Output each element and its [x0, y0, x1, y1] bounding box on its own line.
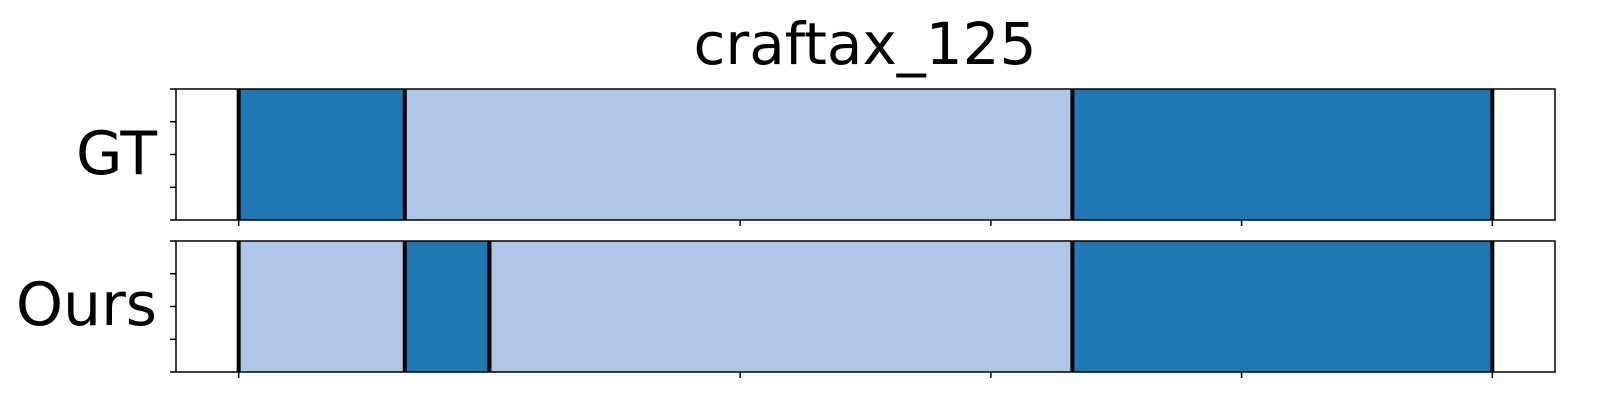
segment-bar — [404, 241, 490, 372]
timeline-row-ours: Ours — [16, 240, 1556, 378]
segment-bar — [1072, 89, 1493, 220]
segment-bar — [404, 89, 1073, 220]
segment-bar — [238, 89, 405, 220]
segment-bar — [238, 241, 405, 372]
chart-title: craftax_125 — [694, 10, 1037, 78]
row-label-ours: Ours — [16, 270, 157, 340]
segment-bar — [1072, 241, 1493, 372]
segment-bar — [489, 241, 1073, 372]
row-label-gt: GT — [76, 119, 157, 189]
chart-rows: GT Ours — [16, 88, 1556, 378]
timeline-row-gt: GT — [76, 88, 1556, 226]
